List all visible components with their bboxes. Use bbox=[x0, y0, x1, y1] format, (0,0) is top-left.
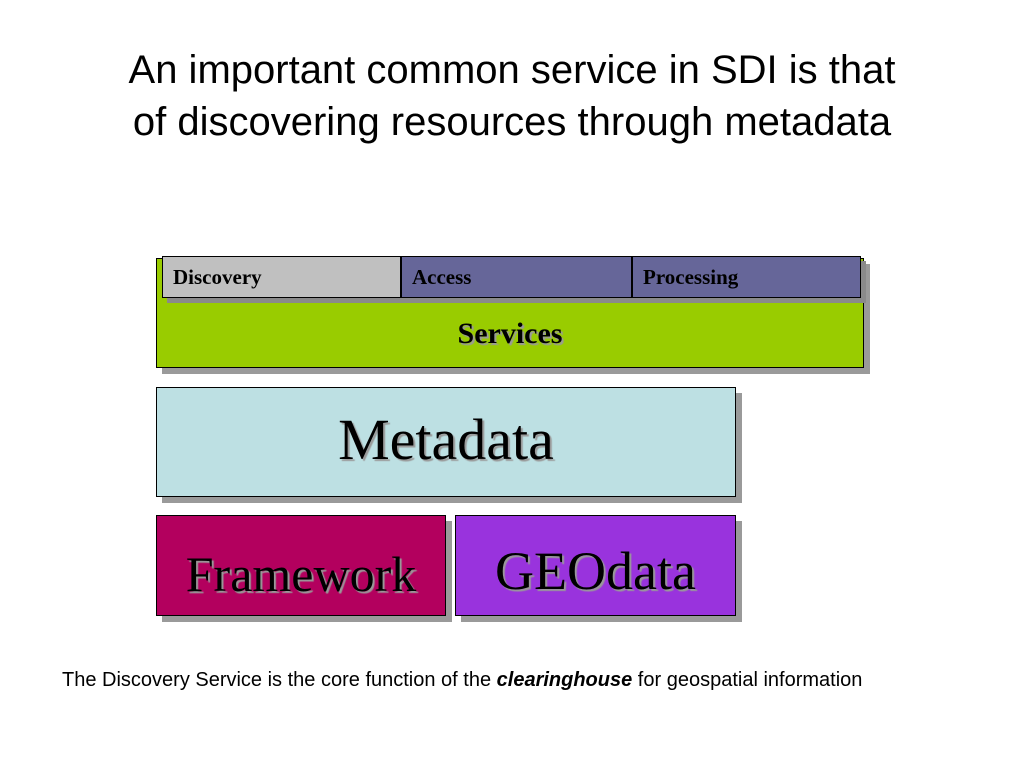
slide-title-line-2: of discovering resources through metadat… bbox=[132, 100, 892, 144]
caption: The Discovery Service is the core functi… bbox=[62, 666, 982, 694]
caption-text-start: The Discovery Service is the core functi… bbox=[62, 669, 497, 691]
geodata-label: GEOdata bbox=[495, 541, 696, 601]
processing-tab: Processing bbox=[632, 256, 861, 298]
framework-label: Framework bbox=[185, 546, 417, 602]
geodata-box: GEOdata bbox=[455, 515, 736, 616]
caption-emphasis: clearinghouse bbox=[496, 669, 633, 691]
caption-text-end: for geospatial information bbox=[632, 669, 863, 691]
slide-title: An important common service in SDI is th… bbox=[40, 44, 984, 148]
access-tab: Access bbox=[401, 256, 632, 298]
discovery-tab: Discovery bbox=[162, 256, 401, 298]
metadata-box: Metadata bbox=[156, 387, 736, 497]
metadata-label: Metadata bbox=[338, 407, 554, 472]
slide-title-line-1: An important common service in SDI is th… bbox=[128, 48, 896, 92]
framework-box: Framework bbox=[156, 515, 446, 616]
services-label: Services bbox=[457, 317, 563, 350]
